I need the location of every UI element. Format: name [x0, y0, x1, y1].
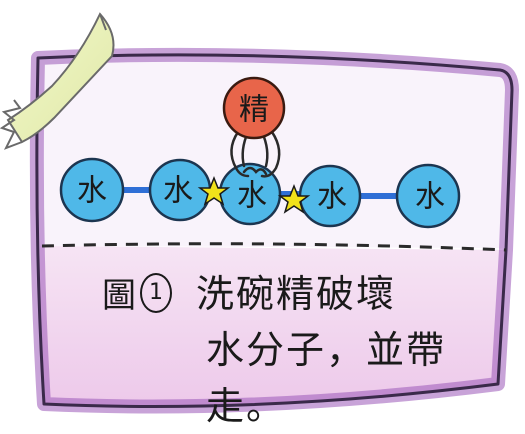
water-molecule-3: 水	[218, 162, 282, 226]
detergent-arms	[230, 130, 281, 178]
detergent-molecule: 精	[222, 76, 286, 140]
star-burst-icon	[197, 175, 231, 206]
water-molecule-2: 水	[148, 158, 212, 222]
figure-number: 1	[140, 272, 172, 313]
water-label: 水	[317, 180, 347, 215]
water-molecule-5: 水	[395, 163, 461, 229]
figure-label: 圖 1	[102, 268, 172, 317]
card-border	[35, 53, 514, 408]
caption-line-2: 水分子，並帶走。	[206, 328, 447, 428]
detergent-label: 精	[239, 93, 269, 128]
caption-line-1: 洗碗精破壞	[196, 272, 397, 316]
caption: 洗碗精破壞 水分子，並帶走。	[196, 266, 496, 434]
water-label: 水	[237, 179, 267, 214]
figure-prefix: 圖	[102, 276, 136, 316]
water-label: 水	[77, 174, 107, 209]
dashed-divider	[41, 242, 507, 252]
water-label: 水	[163, 174, 193, 209]
star-burst-icon	[277, 183, 311, 214]
ribbon-icon	[0, 12, 115, 150]
water-label: 水	[415, 180, 445, 215]
water-molecule-1: 水	[59, 157, 125, 223]
